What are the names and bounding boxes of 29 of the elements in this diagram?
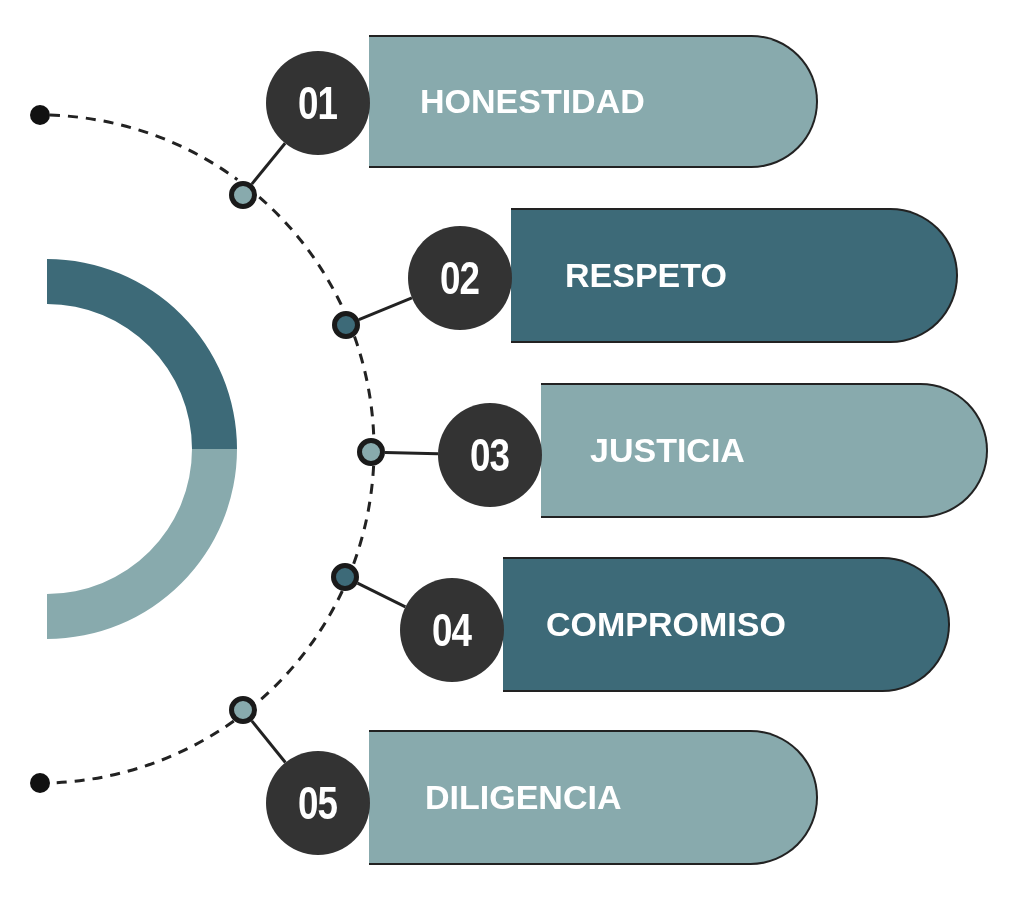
- dashed-arc: [351, 465, 376, 566]
- value-pill: [369, 35, 818, 168]
- value-label: HONESTIDAD: [420, 82, 645, 121]
- connector-line: [250, 142, 287, 186]
- connector-dot: [229, 181, 257, 209]
- value-pill: [541, 383, 988, 518]
- connector-dot: [357, 438, 385, 466]
- step-number: 03: [470, 428, 510, 482]
- connector-dot: [229, 696, 257, 724]
- step-number: 01: [298, 76, 338, 130]
- step-number: 04: [432, 603, 472, 657]
- step-number: 02: [440, 251, 480, 305]
- connector-line: [356, 581, 407, 609]
- value-label: COMPROMISO: [546, 605, 786, 644]
- end-dot: [30, 773, 50, 793]
- value-label: RESPETO: [565, 256, 727, 295]
- value-pill: [503, 557, 950, 692]
- connector-line: [358, 296, 413, 322]
- value-label: JUSTICIA: [590, 431, 745, 470]
- value-pill: [369, 730, 818, 865]
- dashed-arc: [49, 113, 239, 181]
- connector-line: [384, 450, 439, 456]
- connector-line: [250, 719, 287, 764]
- end-dot: [30, 105, 50, 125]
- value-pill: [511, 208, 958, 343]
- connector-dot: [331, 563, 359, 591]
- value-label: DILIGENCIA: [425, 778, 622, 817]
- step-number: 05: [298, 776, 338, 830]
- connector-dot: [332, 311, 360, 339]
